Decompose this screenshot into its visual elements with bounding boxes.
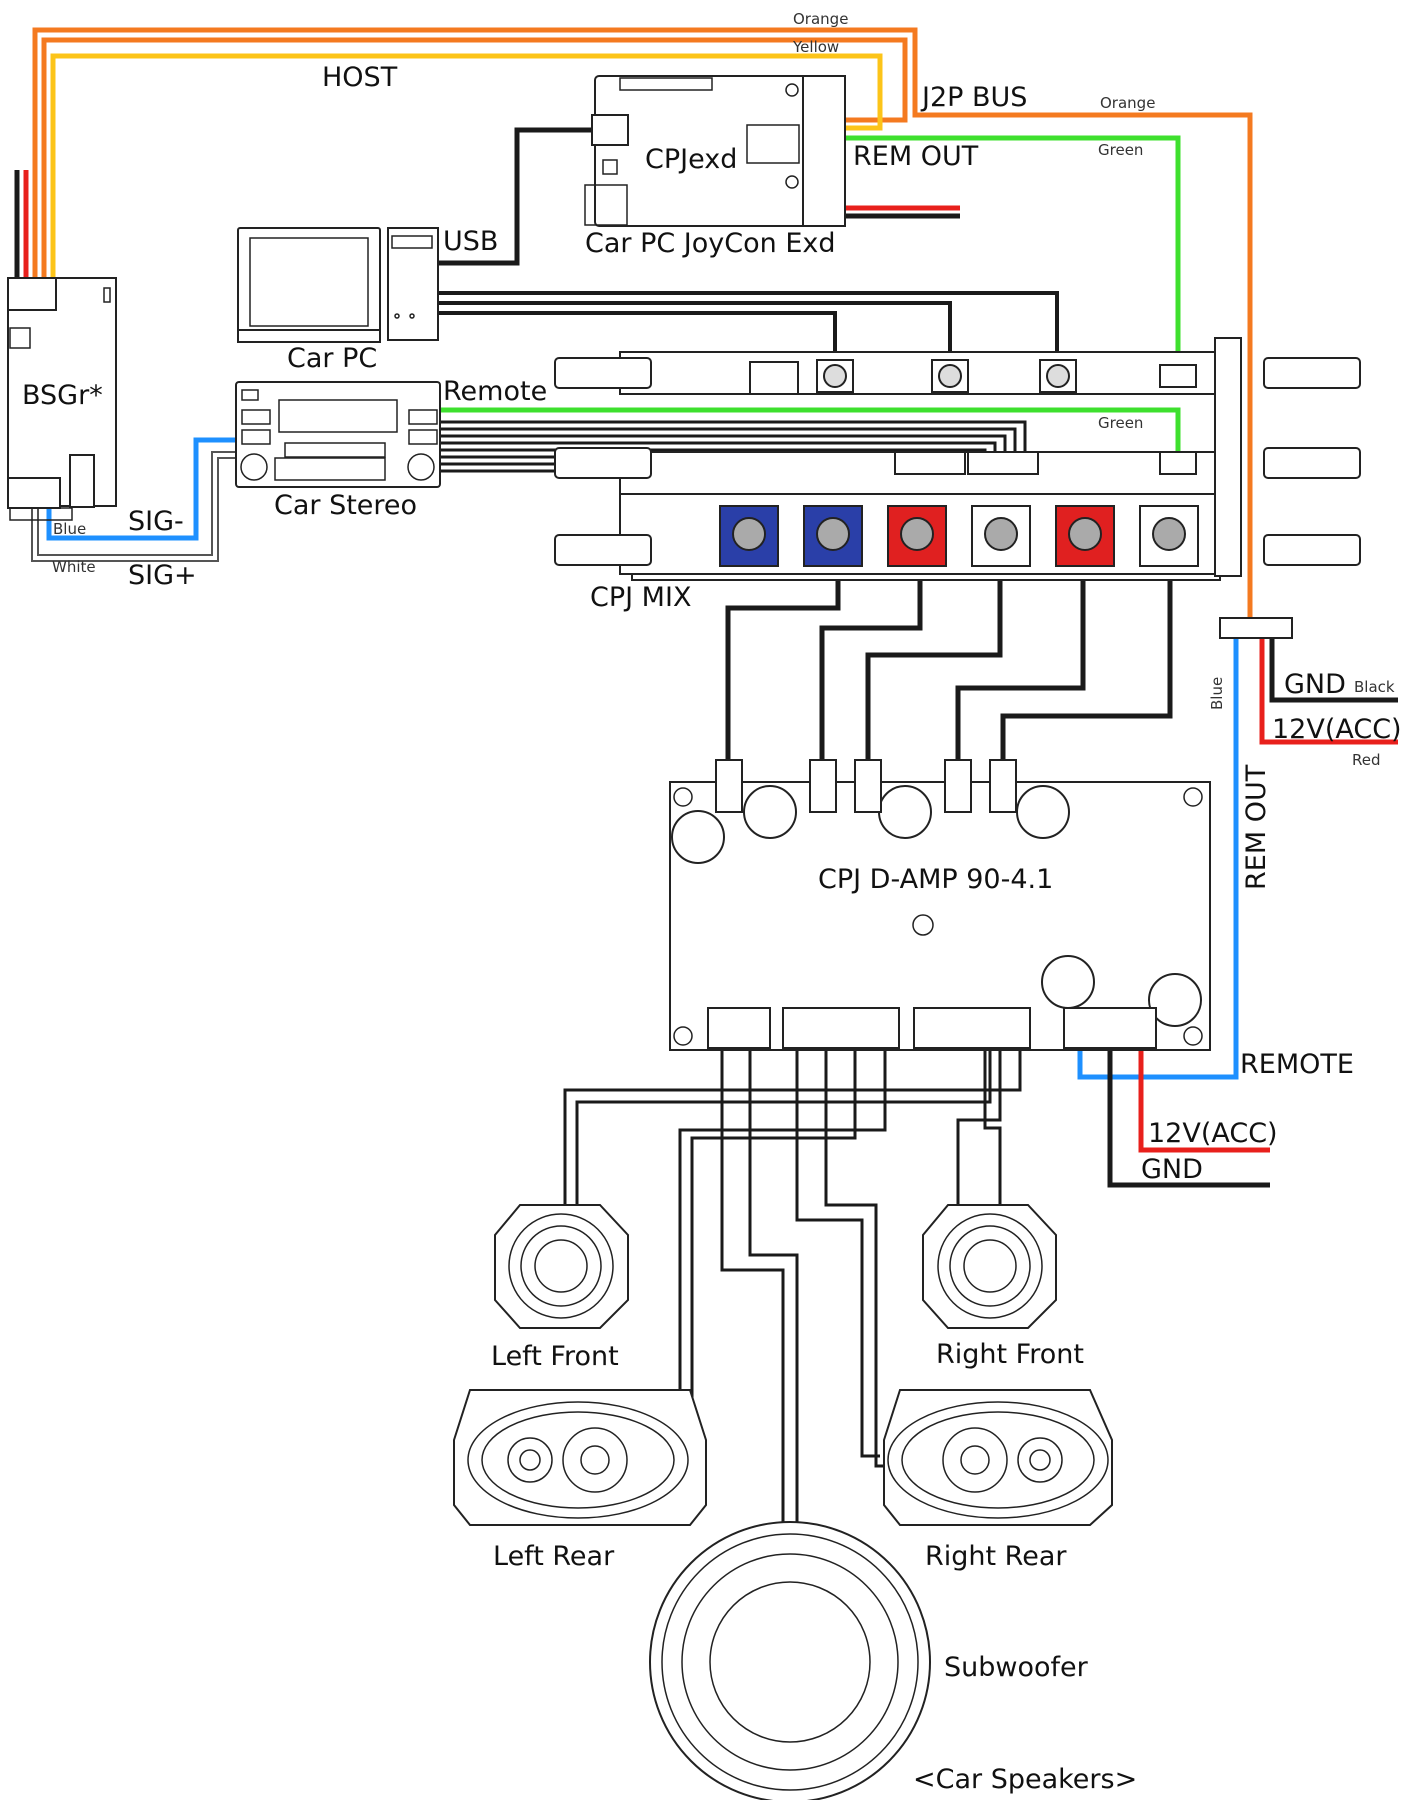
wire-blue-remout	[1077, 632, 1239, 1080]
label-cpjexd-caption: Car PC JoyCon Exd	[585, 228, 836, 259]
label-green-remote: Green	[1098, 414, 1143, 432]
label-orange-top: Orange	[793, 10, 848, 28]
rca-cables	[725, 565, 1173, 760]
label-green-rem: Green	[1098, 141, 1143, 159]
label-car-pc: Car PC	[287, 343, 377, 374]
label-remote-amp: REMOTE	[1240, 1049, 1354, 1080]
label-white-bsgr: White	[52, 558, 96, 576]
wire-white-sig-plus	[37, 451, 236, 556]
label-blue-amp: Blue	[1208, 677, 1226, 710]
label-j2p-bus: J2P BUS	[920, 82, 1027, 113]
cpjexd-board	[584, 75, 846, 227]
label-yellow-top: Yellow	[792, 38, 839, 56]
label-amp: CPJ D-AMP 90-4.1	[818, 864, 1053, 895]
label-gnd-amp: GND	[1141, 1154, 1203, 1185]
wire-blue-sig-minus	[46, 437, 236, 541]
wire-green-remout	[845, 135, 1181, 372]
car-pc	[237, 227, 439, 343]
speaker-left-front	[494, 1204, 629, 1329]
speaker-right-rear	[883, 1389, 1113, 1526]
wire-red-12v-amp	[1138, 1040, 1270, 1153]
label-cpjexd: CPJexd	[645, 144, 737, 175]
wire-red-12v-top	[1259, 632, 1398, 745]
label-12v-amp: 12V(ACC)	[1148, 1118, 1278, 1149]
label-black-gnd: Black	[1354, 678, 1395, 696]
label-usb: USB	[443, 226, 498, 257]
label-12v-top: 12V(ACC)	[1272, 714, 1402, 745]
label-remote: Remote	[443, 376, 547, 407]
label-gnd-top: GND	[1284, 669, 1346, 700]
car-stereo	[235, 381, 441, 488]
label-red-12v: Red	[1352, 751, 1381, 769]
wire-black-gnd-amp	[1107, 1040, 1270, 1188]
amp	[669, 759, 1211, 1051]
wire-pc-audio-1	[437, 291, 1059, 368]
speaker-left-rear	[453, 1389, 707, 1526]
subwoofer	[649, 1521, 931, 1800]
label-left-rear: Left Rear	[493, 1541, 615, 1572]
wire-pc-audio-3	[437, 311, 837, 368]
wire-orange-host-inner	[41, 37, 908, 280]
label-host: HOST	[322, 62, 398, 93]
label-left-front: Left Front	[491, 1341, 619, 1372]
label-orange-right: Orange	[1100, 94, 1155, 112]
stereo-harness	[440, 420, 1027, 473]
wire-pc-audio-2	[437, 301, 952, 368]
wire-orange-host	[32, 27, 1253, 630]
label-right-front: Right Front	[936, 1339, 1084, 1370]
label-rem-out-top: REM OUT	[853, 141, 979, 172]
label-rem-out-side: REM OUT	[1241, 764, 1272, 890]
wire-usb	[437, 127, 595, 266]
label-bsgr: BSGr*	[22, 380, 103, 411]
wire-green-remote	[440, 407, 1181, 458]
wire-yellow-host	[50, 53, 883, 280]
label-speakers-caption: <Car Speakers>	[913, 1764, 1137, 1795]
label-right-rear: Right Rear	[925, 1541, 1067, 1572]
label-subwoofer: Subwoofer	[944, 1652, 1089, 1683]
labels: Orange Yellow Orange Green Green Blue Wh…	[22, 10, 1402, 1795]
label-sig-minus: SIG-	[128, 506, 184, 537]
cpj-mix	[554, 337, 1361, 639]
label-cpj-mix: CPJ MIX	[590, 582, 691, 613]
label-car-stereo: Car Stereo	[274, 490, 417, 521]
speaker-right-front	[922, 1204, 1057, 1329]
label-sig-plus: SIG+	[128, 560, 197, 591]
bsgr-module	[7, 277, 117, 521]
wire-black-gnd-top	[1269, 632, 1398, 703]
label-blue-bsgr: Blue	[53, 520, 86, 538]
